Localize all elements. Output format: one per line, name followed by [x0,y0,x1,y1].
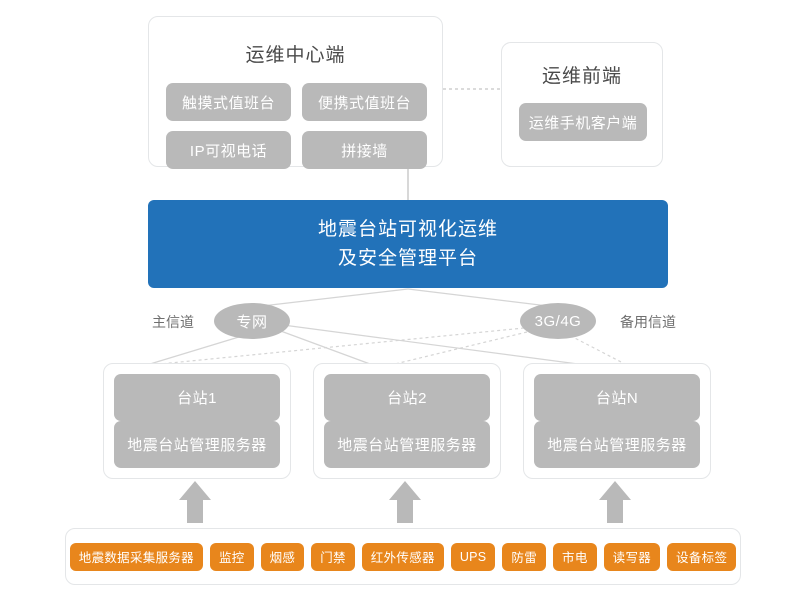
central-platform: 地震台站可视化运维 及安全管理平台 [148,200,668,288]
ops-front-item-mobile-client[interactable]: 运维手机客户端 [519,103,647,141]
station-1-name[interactable]: 台站1 [114,374,280,421]
primary-channel-label: 主信道 [152,314,194,330]
station-3-name[interactable]: 台站N [534,374,700,421]
arrow-up-station1 [179,481,211,523]
backup-channel-label: 备用信道 [620,314,676,330]
ops-center-item-portable-duty-console[interactable]: 便携式值班台 [302,83,427,121]
ops-front-panel: 运维前端 运维手机客户端 [501,42,663,167]
link-3g4g-station3 [564,332,626,365]
device-tag-seismic-data-acquisition-server[interactable]: 地震数据采集服务器 [69,542,203,571]
platform-title-line2: 及安全管理平台 [337,248,478,269]
device-tag-surveillance[interactable]: 监控 [209,542,254,571]
station-card-2: 台站2 地震台站管理服务器 [313,363,501,479]
backup-channel-node[interactable]: 3G/4G [520,303,596,339]
device-tag-reader[interactable]: 读写器 [603,542,661,571]
device-tag-access-control[interactable]: 门禁 [311,542,355,571]
ops-front-title: 运维前端 [541,66,622,87]
device-tag-lightning-protection[interactable]: 防雷 [502,542,547,571]
station-3-server[interactable]: 地震台站管理服务器 [534,421,700,468]
arrow-up-station3 [599,481,631,523]
device-tag-smoke-detector[interactable]: 烟感 [260,542,305,571]
device-tag-infrared-sensor[interactable]: 红外传感器 [361,542,444,571]
ops-center-item-touch-duty-console[interactable]: 触摸式值班台 [166,83,291,121]
station-2-name[interactable]: 台站2 [324,374,490,421]
station-1-server[interactable]: 地震台站管理服务器 [114,421,280,468]
primary-channel-node[interactable]: 专网 [214,303,290,339]
link-platform-zhuanwang [261,288,409,307]
platform-title-line1: 地震台站可视化运维 [317,218,498,240]
ops-center-item-video-wall[interactable]: 拼接墙 [302,131,427,169]
station-card-3: 台站N 地震台站管理服务器 [523,363,711,479]
ops-center-title: 运维中心端 [245,45,346,66]
link-zhuanwang-station2 [277,329,371,365]
ops-center-panel: 运维中心端 触摸式值班台 便携式值班台 IP可视电话 拼接墙 [148,16,443,169]
device-tag-equipment-label[interactable]: 设备标签 [667,542,737,571]
link-3g4g-station2 [394,331,528,365]
device-tag-mains-power[interactable]: 市电 [553,542,597,571]
station-card-1: 台站1 地震台站管理服务器 [103,363,291,479]
station-2-server[interactable]: 地震台站管理服务器 [324,421,490,468]
link-3g4g-station1 [159,327,525,365]
link-platform-3g4g [407,288,549,307]
arrow-up-station2 [389,481,421,523]
ops-center-item-ip-video-phone[interactable]: IP可视电话 [166,131,291,169]
device-bar: 地震数据采集服务器 监控 烟感 门禁 红外传感器 UPS 防雷 市电 读写器 设… [65,528,741,585]
device-tag-ups[interactable]: UPS [450,542,496,571]
